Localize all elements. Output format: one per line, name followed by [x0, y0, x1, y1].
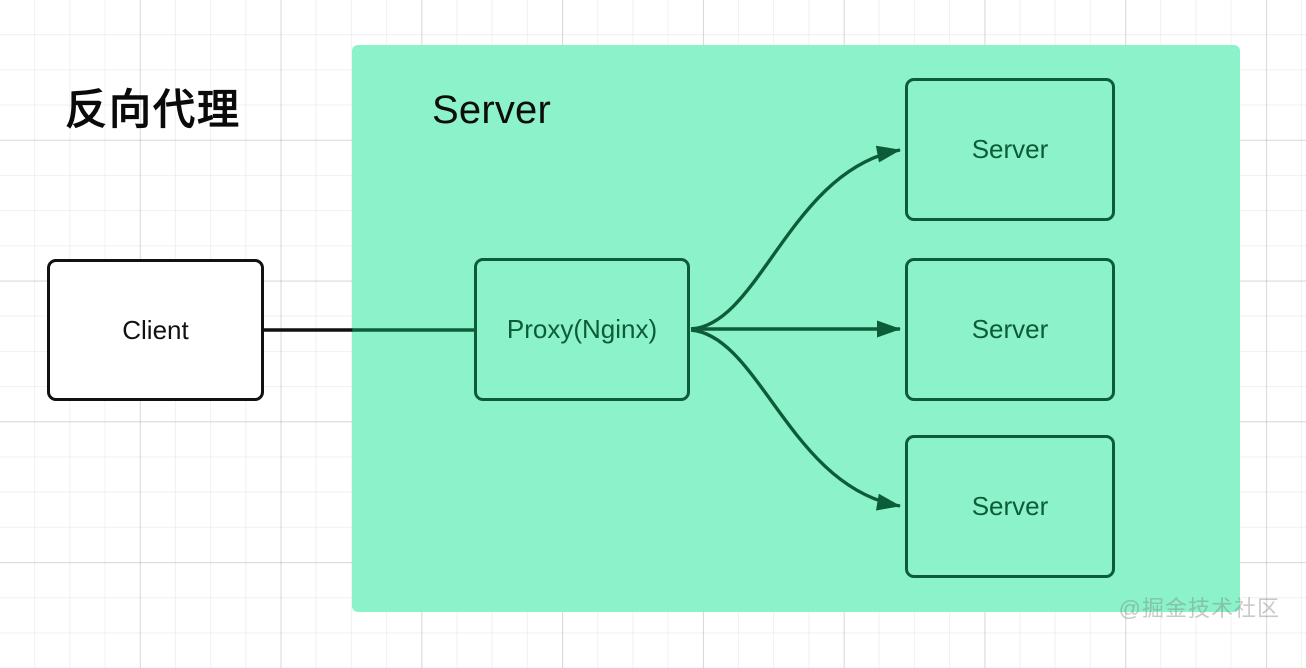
node-server-1-label: Server	[971, 134, 1049, 164]
watermark: @掘金技术社区	[1118, 596, 1280, 621]
server-group-label: Server	[432, 88, 552, 132]
page-title: 反向代理	[65, 86, 242, 133]
node-client[interactable]: Client	[47, 259, 264, 401]
edge-proxy-to-server-3	[690, 328, 901, 511]
node-client-label: Client	[122, 314, 189, 345]
node-proxy[interactable]: Proxy(Nginx)	[474, 258, 690, 401]
node-server-2[interactable]: Server	[905, 258, 1115, 401]
node-server-1[interactable]: Server	[905, 78, 1115, 221]
node-proxy-label: Proxy(Nginx)	[506, 314, 658, 344]
node-server-3[interactable]: Server	[905, 435, 1115, 578]
node-server-3-label: Server	[971, 491, 1049, 521]
edge-proxy-to-server-1	[690, 145, 901, 331]
node-server-2-label: Server	[971, 314, 1049, 344]
